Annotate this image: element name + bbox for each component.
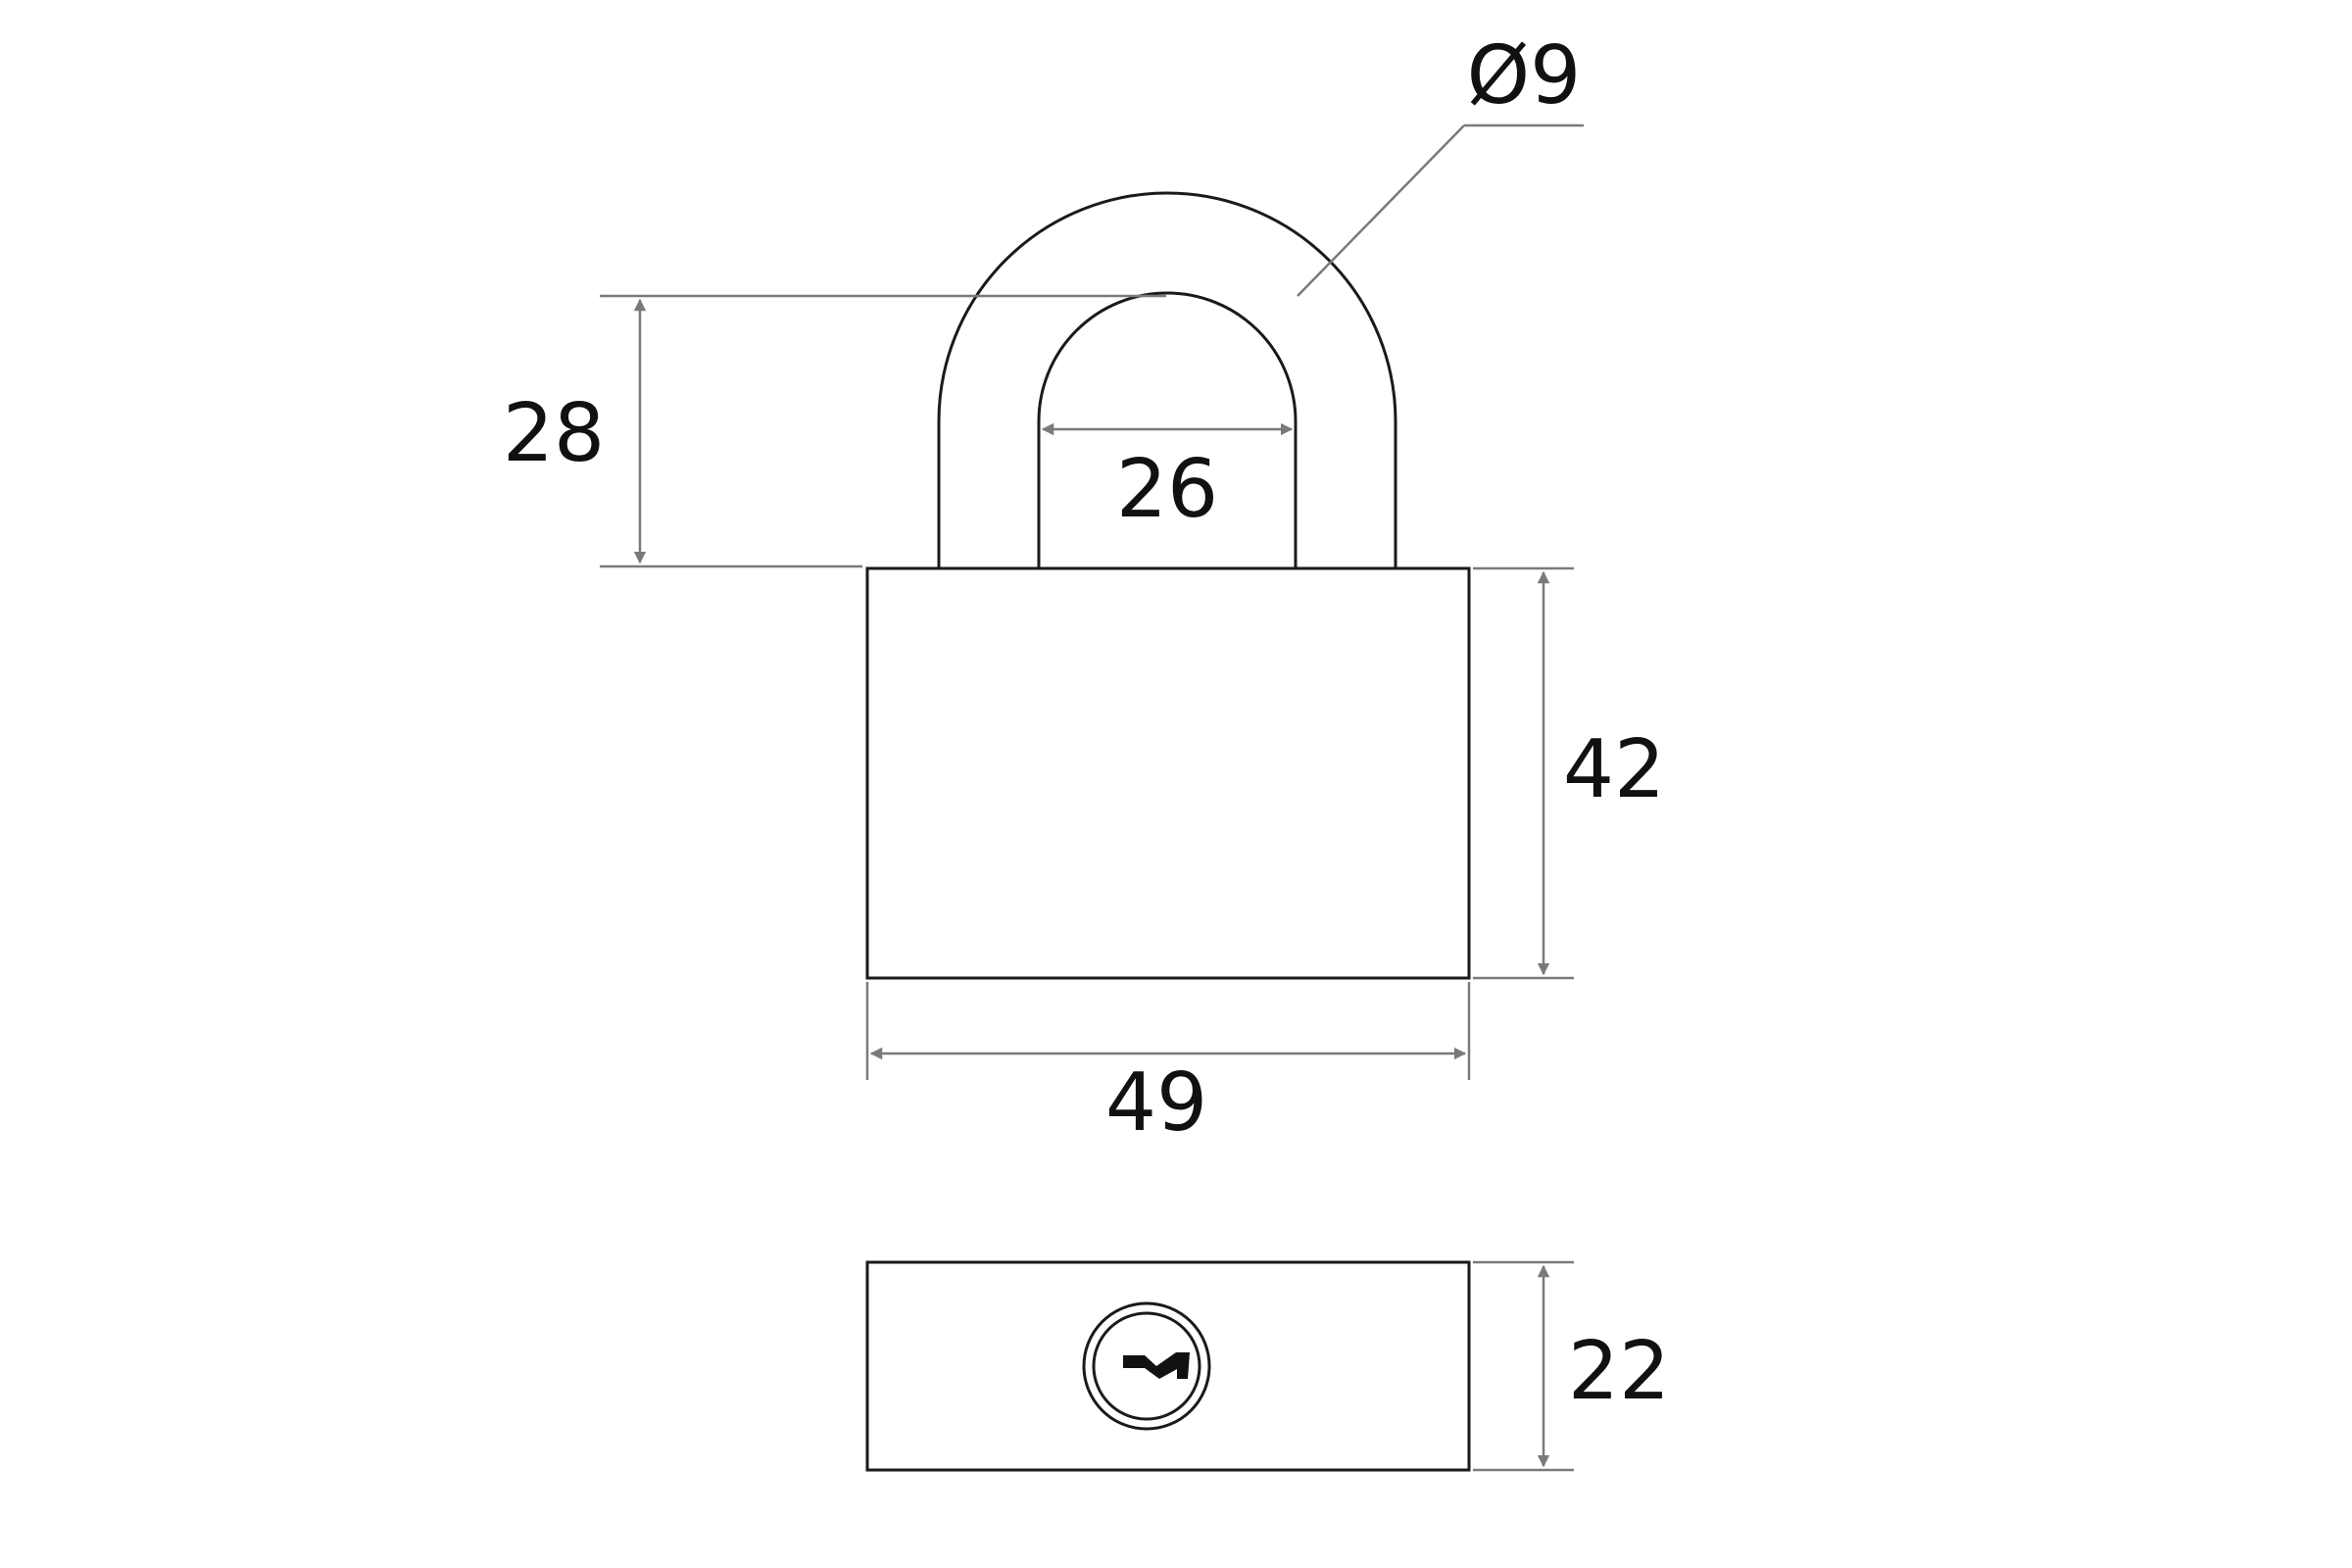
bottom-view [865, 1260, 1471, 1472]
dimension-body-width: 49 [865, 982, 1471, 1150]
dimension-shackle-diameter: Ø9 [1297, 29, 1584, 297]
shackle-outer [937, 191, 1397, 568]
padlock-body [865, 566, 1471, 980]
keyway-icon [1123, 1352, 1190, 1379]
dimension-shackle-clearance: 28 [503, 294, 1166, 568]
body-height-label: 42 [1563, 723, 1665, 816]
body-thickness-label: 22 [1568, 1325, 1670, 1418]
key-cylinder-outer [1082, 1301, 1211, 1431]
dimension-body-thickness: 22 [1473, 1260, 1670, 1472]
dimension-body-height: 42 [1473, 566, 1665, 980]
dimension-shackle-inner-width: 26 [1041, 422, 1294, 536]
body-width-label: 49 [1105, 1056, 1207, 1150]
shackle-inner-width-label: 26 [1116, 443, 1218, 536]
shackle-diameter-label: Ø9 [1467, 29, 1582, 122]
key-cylinder-inner [1092, 1311, 1201, 1421]
shackle-inner [1037, 291, 1298, 568]
padlock-bottom-face [865, 1260, 1471, 1472]
front-view [865, 191, 1471, 980]
shackle-clearance-label: 28 [503, 387, 605, 480]
